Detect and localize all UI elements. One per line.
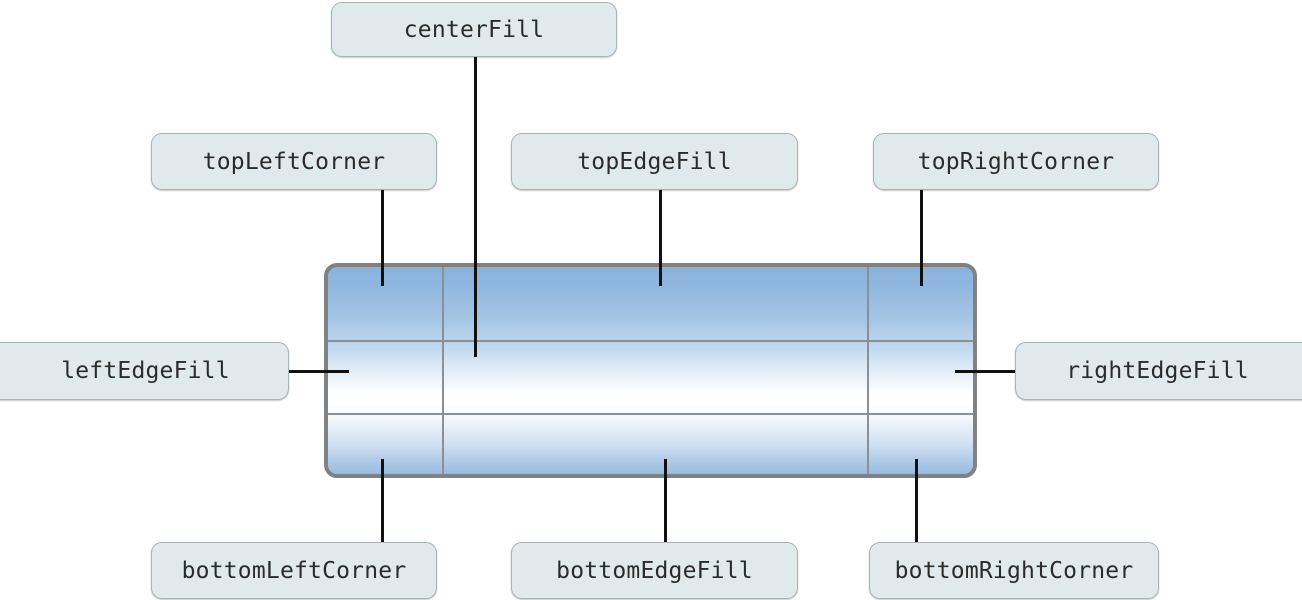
- leader-line-leftEdgeFill: [289, 370, 349, 373]
- leader-line-topLeftCorner: [381, 190, 384, 286]
- leader-line-bottomLeftCorner: [381, 459, 384, 543]
- leader-line-topEdgeFill: [659, 190, 662, 286]
- leader-line-centerFill: [474, 57, 477, 357]
- leader-line-topRightCorner: [920, 190, 923, 286]
- grid-line-horizontal-bottom: [328, 413, 973, 416]
- label-bottomLeftCorner[interactable]: bottomLeftCorner: [151, 542, 437, 599]
- label-rightEdgeFill[interactable]: rightEdgeFill: [1015, 342, 1302, 400]
- label-bottomEdgeFill[interactable]: bottomEdgeFill: [511, 542, 798, 599]
- label-topRightCorner[interactable]: topRightCorner: [873, 133, 1159, 190]
- leader-line-rightEdgeFill: [955, 370, 1016, 373]
- grid-line-vertical-left: [442, 267, 445, 474]
- label-centerFill[interactable]: centerFill: [331, 2, 617, 57]
- label-bottomRightCorner[interactable]: bottomRightCorner: [869, 542, 1159, 599]
- leader-line-bottomEdgeFill: [664, 459, 667, 543]
- label-topLeftCorner[interactable]: topLeftCorner: [151, 133, 437, 190]
- nine-part-image-grid: [328, 267, 973, 474]
- leader-line-bottomRightCorner: [915, 459, 918, 543]
- grid-line-horizontal-top: [328, 340, 973, 343]
- nine-part-image-panel: [324, 263, 977, 478]
- grid-line-vertical-right: [867, 267, 870, 474]
- label-leftEdgeFill[interactable]: leftEdgeFill: [0, 342, 289, 400]
- label-topEdgeFill[interactable]: topEdgeFill: [511, 133, 798, 190]
